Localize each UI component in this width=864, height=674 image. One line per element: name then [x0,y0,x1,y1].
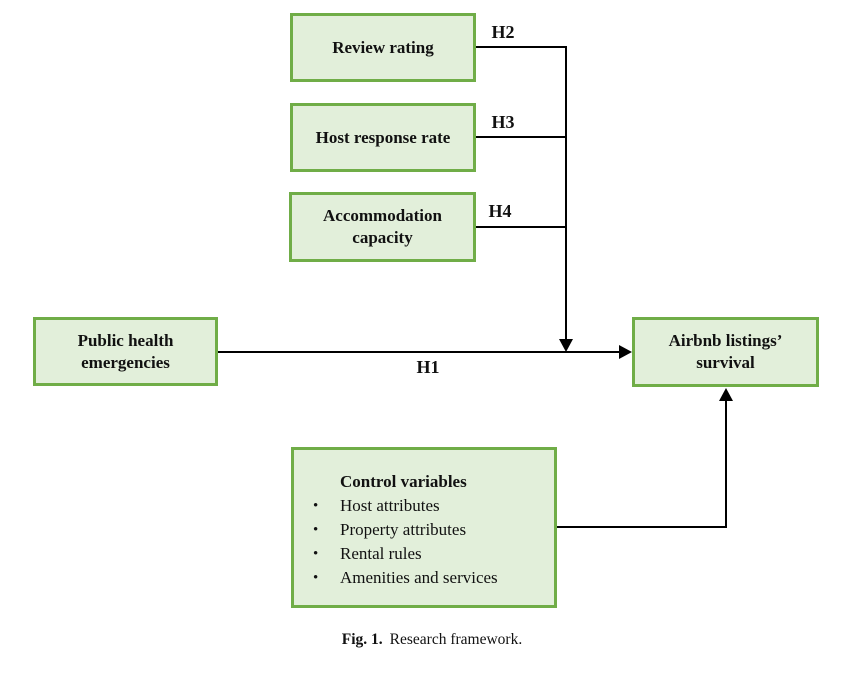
box-airbnb-listings-survival-label: Airbnb listings’ survival [668,331,783,372]
list-item: • Host attributes [313,494,548,518]
h1-label: H1 [416,357,440,377]
h2-label: H2 [491,22,515,42]
control-item-rental-rules: Rental rules [340,544,422,563]
bullet-icon: • [313,546,319,562]
bullet-icon: • [313,498,319,514]
figure-caption: Fig. 1. Research framework. [0,631,864,649]
figure-caption-number: Fig. 1. [341,631,383,648]
box-public-health-emergencies: Public health emergencies [33,317,218,386]
h1-connector-line [218,351,619,353]
figure-caption-text: Research framework. [389,631,523,648]
h4-connector-line [476,226,566,228]
bullet-icon: • [313,570,319,586]
control-horizontal-line [557,526,727,528]
list-item: • Amenities and services [313,566,548,590]
h2-connector-line [476,46,566,48]
box-review-rating-label: Review rating [332,37,434,57]
box-airbnb-listings-survival: Airbnb listings’ survival [632,317,819,387]
h4-label: H4 [488,201,512,221]
box-accommodation-capacity-label: Accommodation capacity [323,206,442,247]
box-public-health-emergencies-label: Public health emergencies [77,330,174,372]
bullet-icon: • [313,522,319,538]
list-item: • Rental rules [313,542,548,566]
control-item-property-attributes: Property attributes [340,520,467,539]
box-host-response-rate-label: Host response rate [315,127,451,147]
moderator-vertical-line [565,46,567,339]
control-item-host-attributes: Host attributes [340,496,440,515]
control-variables-title: Control variables [340,472,467,491]
control-vertical-line [725,400,727,528]
control-variables-list: • Host attributes • Property attributes … [294,494,554,590]
h3-connector-line [476,136,566,138]
list-item: • Property attributes [313,518,548,542]
arrowhead-right-icon [619,345,632,359]
control-item-amenities-services: Amenities and services [340,568,498,587]
arrowhead-down-icon [559,339,573,352]
box-accommodation-capacity: Accommodation capacity [289,192,476,262]
box-host-response-rate: Host response rate [290,103,476,172]
arrowhead-up-icon [719,388,733,401]
box-review-rating: Review rating [290,13,476,82]
box-control-variables: Control variables • Host attributes • Pr… [291,447,557,608]
h3-label: H3 [491,112,515,132]
